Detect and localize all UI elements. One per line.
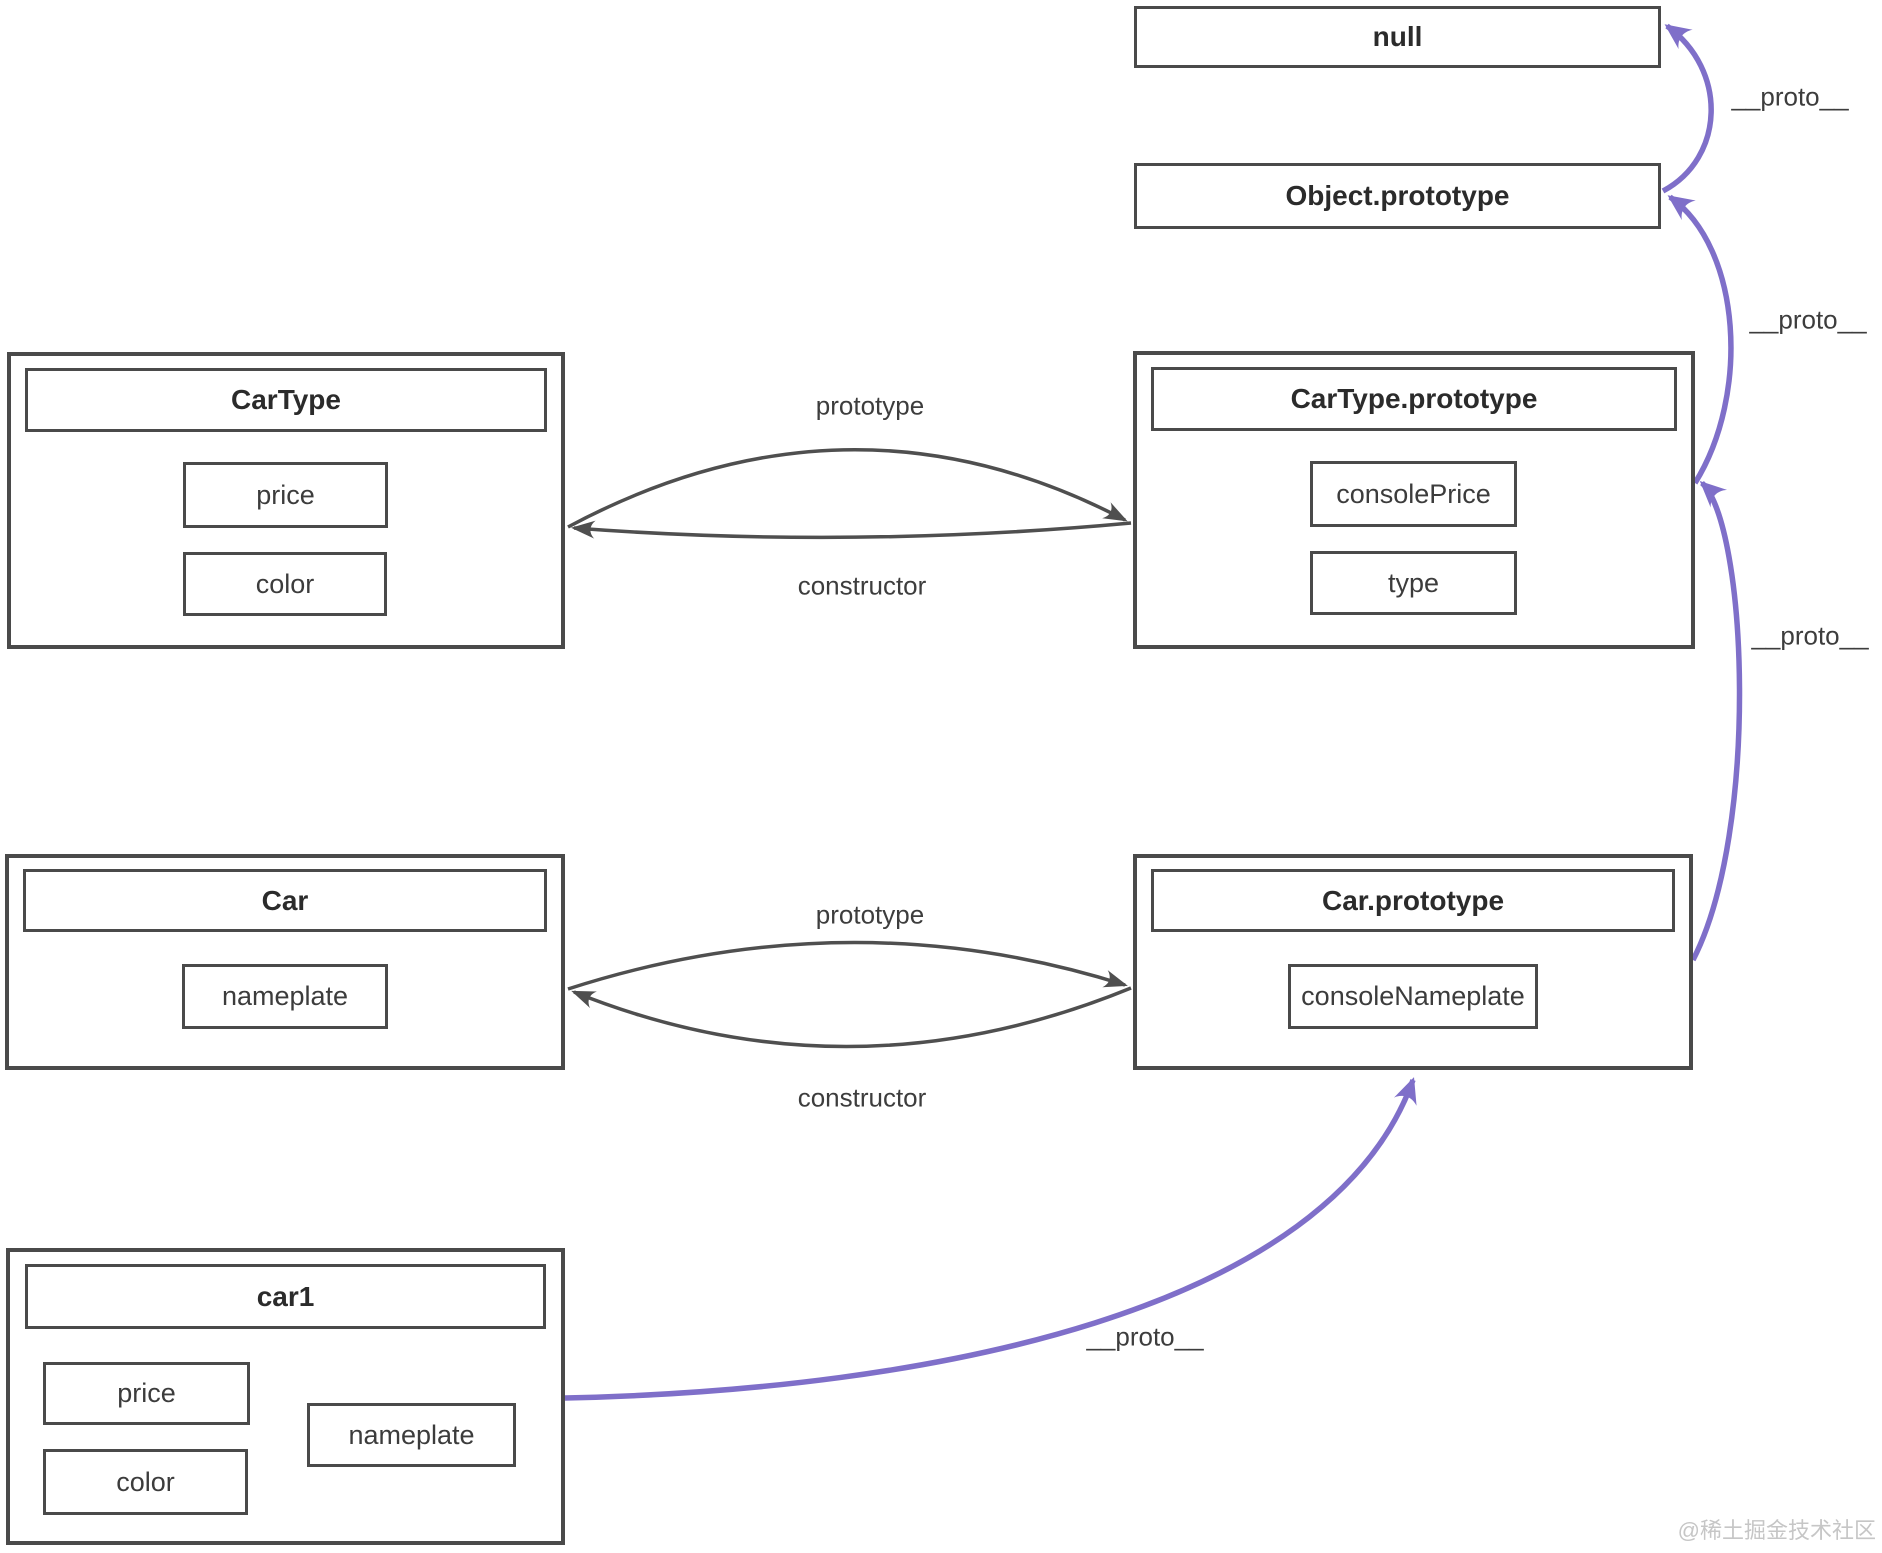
car1-node-title: car1 — [25, 1264, 546, 1329]
constructor-arrow-car — [571, 986, 1132, 1049]
object-prototype-node: Object.prototype — [1134, 163, 1661, 229]
car-prototype-member-consolenameplate: consoleNameplate — [1288, 964, 1538, 1029]
car-prototype-node: Car.prototype consoleNameplate — [1133, 854, 1693, 1070]
car1-member-price: price — [43, 1362, 250, 1425]
cartype-prototype-node: CarType.prototype consolePrice type — [1133, 351, 1695, 649]
proto-label-objectprototype: __proto__ — [1749, 304, 1867, 335]
prototype-arrow-cartype — [567, 447, 1128, 529]
proto-arrow-car1-to-carproto — [564, 1077, 1417, 1401]
car1-member-nameplate: nameplate — [307, 1403, 516, 1467]
cartype-member-price: price — [183, 462, 388, 528]
cartype-node-title: CarType — [25, 368, 547, 432]
cartype-prototype-member-type: type — [1310, 551, 1517, 615]
null-node-title: null — [1372, 21, 1423, 52]
proto-label-carprototype: __proto__ — [1086, 1321, 1204, 1352]
car-prototype-node-title: Car.prototype — [1151, 869, 1675, 932]
null-node: null — [1134, 6, 1661, 68]
constructor-arrow-cartype — [571, 520, 1132, 540]
car1-node: car1 price color nameplate — [6, 1248, 565, 1545]
car-node-title: Car — [23, 869, 547, 932]
proto-arrow-objectproto-to-null — [1661, 23, 1714, 194]
constructor-label-cartype: constructor — [797, 570, 927, 601]
cartype-node: CarType price color — [7, 352, 565, 649]
car-node: Car nameplate — [5, 854, 565, 1070]
prototype-label-car: prototype — [815, 899, 925, 930]
proto-label-cartypeprototype: __proto__ — [1751, 620, 1869, 651]
cartype-prototype-node-title: CarType.prototype — [1151, 367, 1677, 431]
cartype-member-color: color — [183, 552, 387, 616]
proto-label-null: __proto__ — [1731, 81, 1849, 112]
watermark: @稀土掘金技术社区 — [1677, 1518, 1876, 1543]
cartype-prototype-member-consoleprice: consolePrice — [1310, 461, 1517, 527]
constructor-label-car: constructor — [797, 1082, 927, 1113]
prototype-label-cartype: prototype — [815, 390, 925, 421]
car1-member-color: color — [43, 1449, 248, 1515]
car-member-nameplate: nameplate — [182, 964, 388, 1029]
object-prototype-node-title: Object.prototype — [1285, 180, 1510, 211]
prototype-arrow-car — [567, 940, 1128, 991]
proto-arrow-carproto-to-cartypeproto — [1690, 480, 1743, 962]
